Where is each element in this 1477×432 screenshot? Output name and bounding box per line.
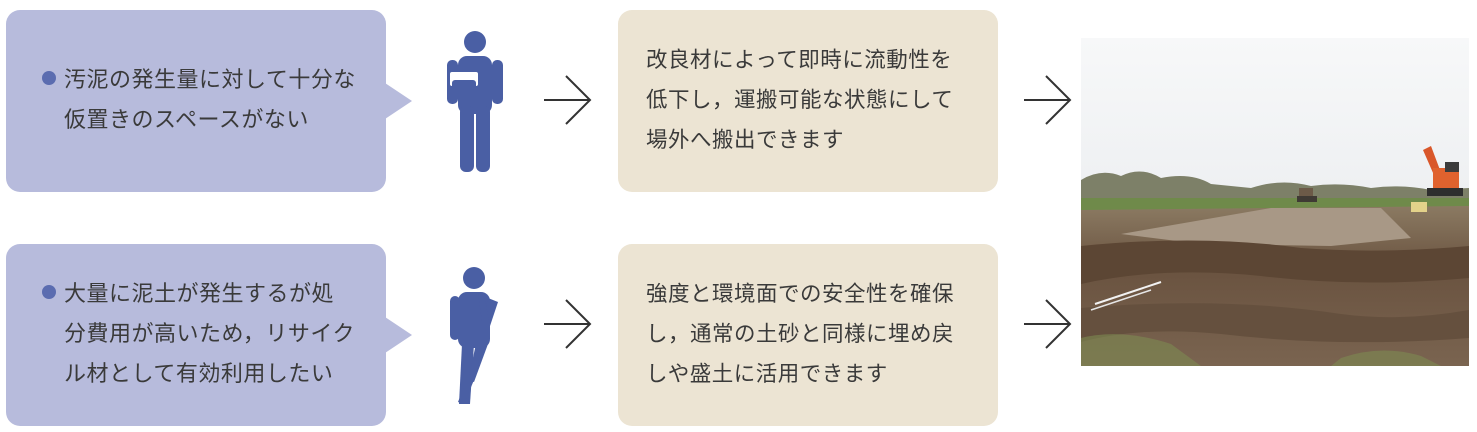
arrow-right-icon [1024, 299, 1072, 349]
solution-1-line-1: 改良材によって即時に流動性を [646, 48, 953, 73]
bullet-icon [42, 71, 56, 85]
site-photo [1081, 38, 1469, 366]
problem-1-line-1: 汚泥の発生量に対して十分な [42, 61, 362, 101]
solution-2-line-3: しや盛土に活用できます [646, 362, 888, 387]
speech-tail [385, 83, 412, 119]
solution-2-line-2: し，通常の土砂と同様に埋め戻 [646, 322, 955, 347]
problem-1-line-2: 仮置きのスペースがない [64, 108, 309, 133]
problem-2-line-1: 大量に泥土が発生するが処 [42, 275, 362, 315]
problem-box-1: 汚泥の発生量に対して十分な 仮置きのスペースがない [6, 10, 412, 192]
problem-2-line-3: ル材として有効利用したい [64, 362, 334, 387]
solution-box-2: 強度と環境面での安全性を確保 し，通常の土砂と同様に埋め戻 しや盛土に活用できま… [618, 244, 998, 426]
arrow-right-icon [1024, 75, 1072, 125]
solution-2-line-1: 強度と環境面での安全性を確保 [646, 282, 955, 307]
person-thinking-icon [450, 267, 498, 404]
arrow-right-icon [544, 299, 592, 349]
solution-box-1: 改良材によって即時に流動性を 低下し，運搬可能な状態にして 場外へ搬出できます [618, 10, 998, 192]
solution-1-line-3: 場外へ搬出できます [646, 128, 845, 153]
arrow-right-icon [544, 75, 592, 125]
problem-2-line-2: 分費用が高いため，リサイク [64, 322, 355, 347]
problem-box-2: 大量に泥土が発生するが処 分費用が高いため，リサイク ル材として有効利用したい [6, 244, 412, 426]
person-holding-document-icon [447, 31, 503, 172]
solution-1-line-2: 低下し，運搬可能な状態にして [646, 88, 954, 113]
speech-tail [385, 317, 412, 353]
bullet-icon [42, 285, 56, 299]
